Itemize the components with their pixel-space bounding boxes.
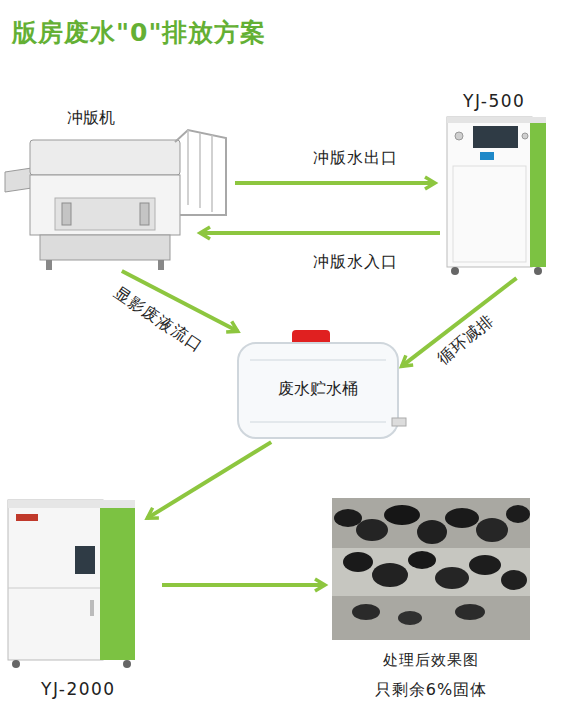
logo-mark <box>16 514 38 521</box>
yj500-unit: YJ-500 <box>445 115 547 275</box>
result-photo <box>332 498 530 640</box>
solid-clump <box>435 567 469 589</box>
wheel <box>451 267 459 275</box>
solid-clump <box>445 508 479 528</box>
node-label: 冲版机 <box>67 108 115 127</box>
green-side <box>530 117 546 267</box>
front-panel <box>55 198 155 230</box>
solid-clump <box>417 520 447 544</box>
machine-lid <box>30 140 180 175</box>
solid-clump <box>384 505 420 525</box>
solid-clump <box>356 519 388 541</box>
yj2000-unit: YJ-2000 <box>5 495 137 668</box>
rack-bars <box>188 130 212 212</box>
top-strip <box>8 500 135 508</box>
node-label: 处理后效果图 <box>330 651 532 669</box>
photo-band <box>332 548 530 596</box>
solid-clump <box>398 611 422 625</box>
photo-background <box>332 498 530 640</box>
cabinet-body <box>8 500 103 660</box>
solid-clump <box>352 604 380 620</box>
node-label: YJ-500 <box>463 91 525 111</box>
yj2000-illustration <box>8 500 135 668</box>
tank-spout <box>392 418 406 426</box>
flow-arrow <box>147 442 271 518</box>
flow-arrow <box>162 583 325 587</box>
solid-clump <box>455 604 485 620</box>
filter <box>62 203 71 225</box>
cabinet-door <box>453 166 526 262</box>
solid-clump <box>501 570 527 590</box>
solid-clump <box>469 555 501 575</box>
door-handle <box>90 600 94 616</box>
plate-processor: 冲版机 <box>5 130 200 270</box>
diagram-title: 版房废水"0"排放方案 <box>12 16 266 49</box>
top-strip <box>447 117 546 123</box>
wheel <box>534 267 542 275</box>
wheel <box>12 660 20 668</box>
solid-clump <box>476 518 508 542</box>
machine-front <box>30 175 180 235</box>
edge-label: 显影废液流口 <box>110 283 206 357</box>
solid-clump <box>506 505 530 523</box>
solid-clump <box>408 551 436 569</box>
flow-arrow <box>235 181 435 185</box>
node-label: 只剩余6%固体 <box>330 680 532 699</box>
solid-clump <box>372 563 408 587</box>
screen <box>473 126 518 148</box>
result-photo-box: 处理后效果图只剩余6%固体 <box>330 497 532 640</box>
machine-leg <box>46 260 52 270</box>
knob <box>455 132 463 140</box>
filter <box>140 203 149 225</box>
edge-label: 冲版水入口 <box>313 252 398 273</box>
green-side <box>100 500 135 660</box>
machine-base <box>40 235 170 260</box>
cabinet-body <box>447 117 532 267</box>
logo-mark <box>480 152 494 160</box>
node-label: 废水贮水桶 <box>235 379 400 398</box>
waste-water-tank: 废水贮水桶 <box>235 335 400 440</box>
yj500-illustration <box>447 117 546 275</box>
node-label: YJ-2000 <box>41 679 116 699</box>
edge-label: 循环减排 <box>433 310 499 370</box>
machine-leg <box>158 260 164 270</box>
screen <box>75 546 95 574</box>
flow-arrow <box>200 231 440 235</box>
plate-rack <box>175 130 226 215</box>
knob <box>522 133 528 139</box>
door-split <box>8 588 100 589</box>
solid-clump <box>343 552 373 572</box>
plate-processor-illustration <box>5 130 226 270</box>
solid-clump <box>334 509 362 527</box>
wheel <box>123 660 131 668</box>
edge-label: 冲版水出口 <box>313 148 398 169</box>
